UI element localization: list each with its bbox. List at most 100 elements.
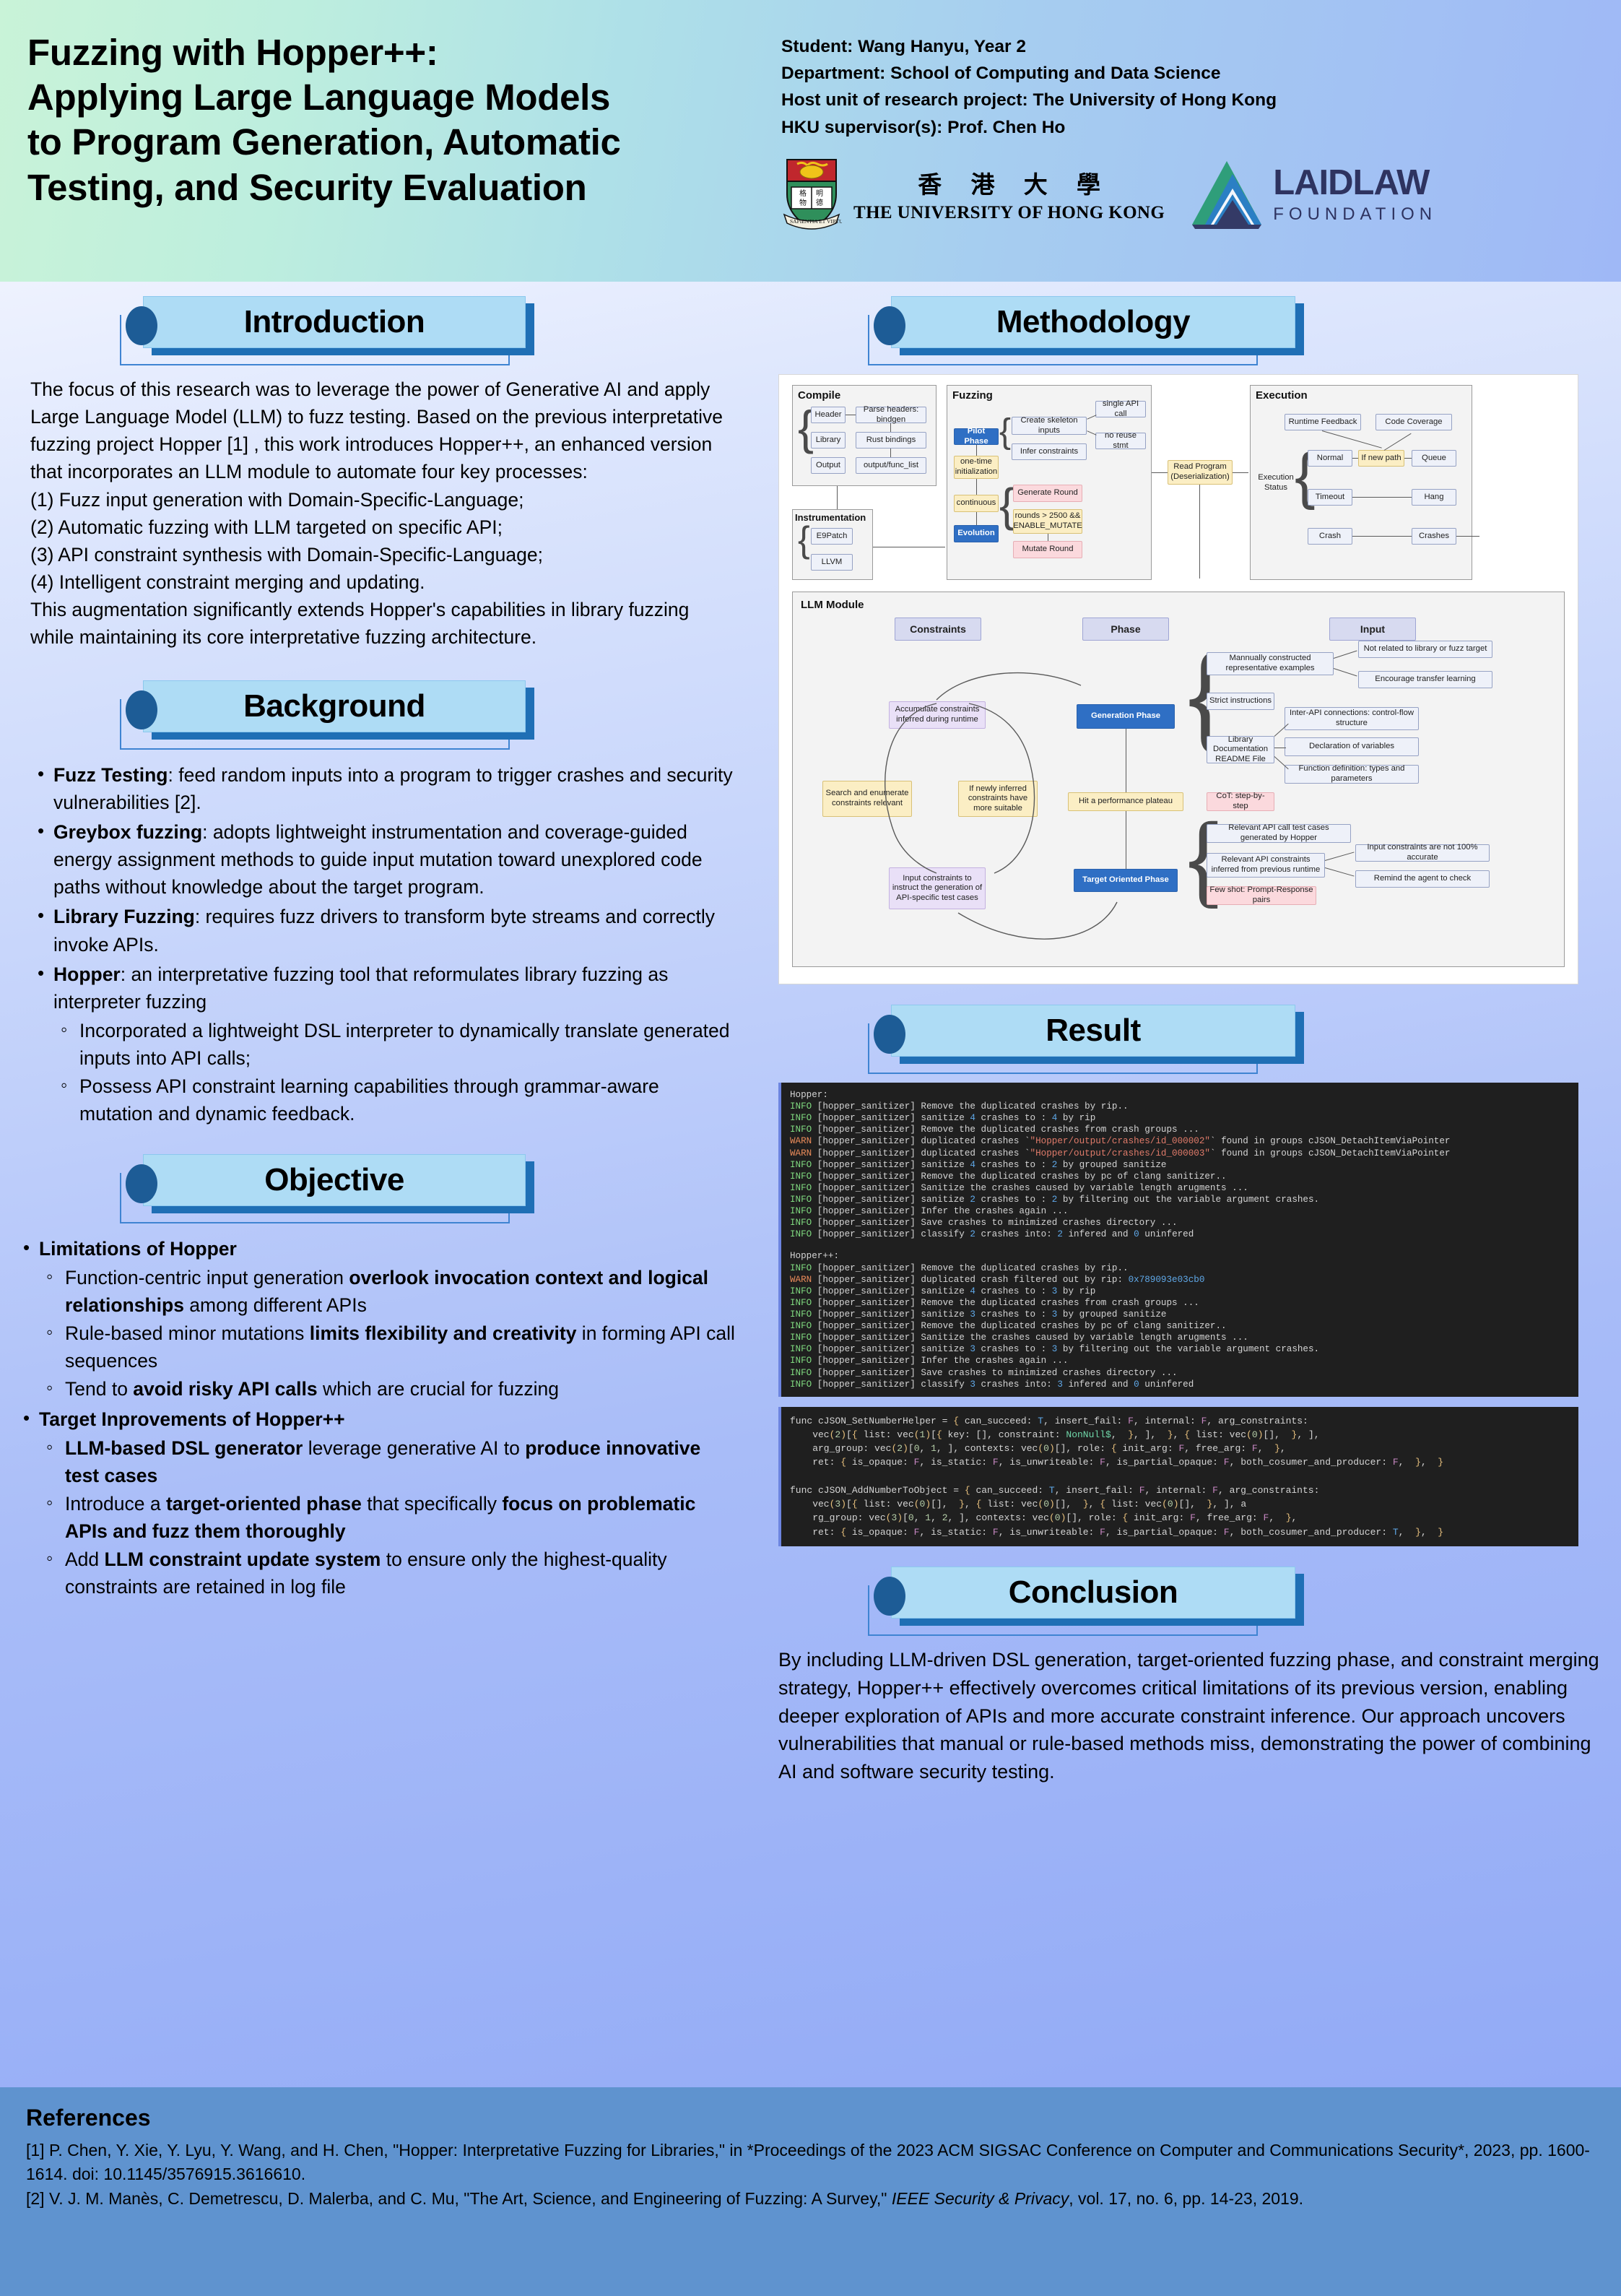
- obj-mid: leverage generative AI to: [303, 1437, 526, 1459]
- obj-bold: target-oriented phase: [165, 1493, 362, 1515]
- introduction-paragraph-2: This augmentation significantly extends …: [30, 599, 690, 649]
- banner-box: Conclusion: [891, 1566, 1295, 1619]
- node-target-oriented-phase: Target Oriented Phase: [1074, 869, 1178, 892]
- list-item: Greybox fuzzing: adopts lightweight inst…: [30, 818, 735, 901]
- connector: [976, 479, 977, 495]
- node-function-definition: Function definition: types and parameter…: [1285, 764, 1419, 784]
- introduction-item-4: (4) Intelligent constraint merging and u…: [30, 571, 425, 594]
- terminal-line: INFO [hopper_sanitizer] sanitize 4 crash…: [790, 1159, 1167, 1170]
- connector: [837, 486, 838, 509]
- node-phase-header: Phase: [1082, 618, 1169, 641]
- connector: [1352, 497, 1412, 498]
- pilot-brace: {: [999, 412, 1012, 451]
- svg-text:明: 明: [816, 189, 823, 198]
- node-mutate-round: Mutate Round: [1013, 541, 1082, 558]
- title-line-2: Applying Large Language Models: [27, 77, 611, 118]
- introduction-text: The focus of this research was to levera…: [30, 376, 735, 651]
- node-inter-api: Inter-API connections: control-flow stru…: [1285, 707, 1419, 730]
- hku-english-name: THE UNIVERSITY OF HONG KONG: [853, 202, 1165, 222]
- fuzzing-panel-title: Fuzzing: [952, 389, 993, 402]
- node-constraints-header: Constraints: [895, 618, 981, 641]
- code-line: ret: { is_opaque: F, is_static: F, is_un…: [790, 1526, 1444, 1538]
- obj-post: among different APIs: [183, 1294, 367, 1316]
- code-line: rg_group: vec(3)[0, 1, 2, ], contexts: v…: [790, 1512, 1298, 1524]
- laidlaw-triangle-icon: [1192, 160, 1262, 229]
- terminal-line: INFO [hopper_sanitizer] Remove the dupli…: [790, 1125, 1199, 1135]
- node-relevant-test-cases: Relevant API call test cases generated b…: [1207, 823, 1351, 843]
- terminal-blank: [790, 1240, 1570, 1250]
- obj-bold: limits flexibility and creativity: [309, 1322, 577, 1345]
- laidlaw-sub: FOUNDATION: [1273, 204, 1438, 224]
- terminal-line: WARN [hopper_sanitizer] duplicated crash…: [790, 1274, 1205, 1285]
- obj-mid: to ensure only the highest-quality const…: [65, 1548, 667, 1598]
- terminal-line: INFO [hopper_sanitizer] Remove the dupli…: [790, 1101, 1129, 1112]
- node-e9patch: E9Patch: [811, 528, 853, 545]
- section-banner-introduction: Introduction: [30, 292, 735, 370]
- list-item: Add LLM constraint update system to ensu…: [39, 1545, 735, 1600]
- reference-item-2: [2] V. J. M. Manès, C. Demetrescu, D. Ma…: [26, 2187, 1595, 2211]
- header-title-block: Fuzzing with Hopper++: Applying Large La…: [0, 0, 765, 282]
- terminal-line: INFO [hopper_sanitizer] Remove the dupli…: [790, 1297, 1199, 1308]
- node-input-header: Input: [1329, 618, 1416, 641]
- terminal-line: INFO [hopper_sanitizer] Save crashes to …: [790, 1367, 1178, 1378]
- terminal-line: INFO [hopper_sanitizer] Remove the dupli…: [790, 1321, 1227, 1332]
- obj-bold2: focus on problematic APIs and fuzz them …: [65, 1493, 696, 1543]
- terminal-line: WARN [hopper_sanitizer] duplicated crash…: [790, 1136, 1451, 1147]
- connector: [1352, 458, 1358, 459]
- node-library-documentation: Library Documentation README File: [1207, 735, 1274, 763]
- node-encourage-transfer: Encourage transfer learning: [1358, 671, 1492, 688]
- code-line: vec(2)[{ list: vec(1)[{ key: [], constra…: [790, 1429, 1320, 1440]
- banner-box: Result: [891, 1005, 1295, 1057]
- title-line-4: Testing, and Security Evaluation: [27, 166, 587, 208]
- background-term-0: Fuzz Testing: [53, 763, 168, 786]
- node-normal: Normal: [1308, 450, 1352, 467]
- obj-post: which are crucial for fuzzing: [317, 1378, 559, 1400]
- logo-row: 格 明 物 德 SAPIENTIA ET VIRTUS 香 港 大 學 THE …: [781, 157, 1607, 232]
- obj-pre: Function-centric input generation: [65, 1266, 349, 1288]
- node-if-newly-inferred: If newly inferred constraints have more …: [958, 781, 1038, 817]
- svg-text:物: 物: [799, 198, 807, 207]
- banner-box: Methodology: [891, 296, 1295, 348]
- obj-bold: avoid risky API calls: [133, 1378, 318, 1400]
- section-title-objective: Objective: [264, 1161, 404, 1197]
- title-line-3: to Program Generation, Automatic: [27, 121, 621, 163]
- banner-dot-icon: [126, 690, 157, 729]
- obj-bold: overlook invocation context and logical …: [65, 1266, 709, 1316]
- svg-text:格: 格: [799, 189, 807, 198]
- compile-brace: {: [798, 401, 814, 454]
- node-generate-round: Generate Round: [1013, 485, 1082, 502]
- connector: [1152, 472, 1168, 473]
- node-output-func-list: output/func_list: [856, 457, 926, 474]
- objective-group2-items: LLM-based DSL generator leverage generat…: [39, 1434, 735, 1601]
- instr-brace: {: [798, 519, 810, 560]
- node-not-related: Not related to library or fuzz target: [1358, 641, 1492, 658]
- references-title: References: [26, 2105, 151, 2131]
- section-banner-objective: Objective: [30, 1150, 735, 1228]
- header-meta-block: Student: Wang Hanyu, Year 2 Department: …: [765, 0, 1621, 282]
- terminal-line: WARN [hopper_sanitizer] duplicated crash…: [790, 1148, 1451, 1158]
- node-pilot-phase: Pilot Phase: [954, 427, 999, 446]
- ref2-part-b: , vol. 17, no. 6, pp. 14-23, 2019.: [1069, 2188, 1304, 2208]
- execution-panel-title: Execution: [1256, 389, 1308, 402]
- list-item: Tend to avoid risky API calls which are …: [39, 1374, 735, 1403]
- terminal-line: INFO [hopper_sanitizer] Infer the crashe…: [790, 1206, 1069, 1217]
- background-term-3: Hopper: [53, 963, 121, 985]
- banner-box: Objective: [143, 1153, 526, 1206]
- node-performance-plateau: Hit a performance plateau: [1068, 792, 1183, 811]
- list-item: Target Inprovements of Hopper++ LLM-base…: [16, 1405, 735, 1601]
- connector: [890, 449, 891, 457]
- section-banner-conclusion: Conclusion: [778, 1562, 1599, 1640]
- section-title-introduction: Introduction: [243, 304, 425, 339]
- objective-group1-items: Function-centric input generation overlo…: [39, 1263, 735, 1403]
- obj-pre: Rule-based minor mutations: [65, 1322, 310, 1345]
- execution-status-label: Execution Status: [1258, 473, 1294, 492]
- node-single-api-call: single API call: [1095, 399, 1146, 418]
- poster-body: Introduction The focus of this research …: [0, 282, 1621, 2087]
- svg-text:德: 德: [816, 198, 823, 207]
- result-code-block: func cJSON_SetNumberHelper = { can_succe…: [778, 1406, 1578, 1546]
- terminal-line: INFO [hopper_sanitizer] sanitize 3 crash…: [790, 1309, 1167, 1320]
- node-relevant-constraints: Relevant API constraints inferred from p…: [1207, 853, 1325, 878]
- connector: [1456, 536, 1479, 537]
- obj-bold: LLM constraint update system: [104, 1548, 381, 1571]
- list-item: LLM-based DSL generator leverage generat…: [39, 1434, 735, 1489]
